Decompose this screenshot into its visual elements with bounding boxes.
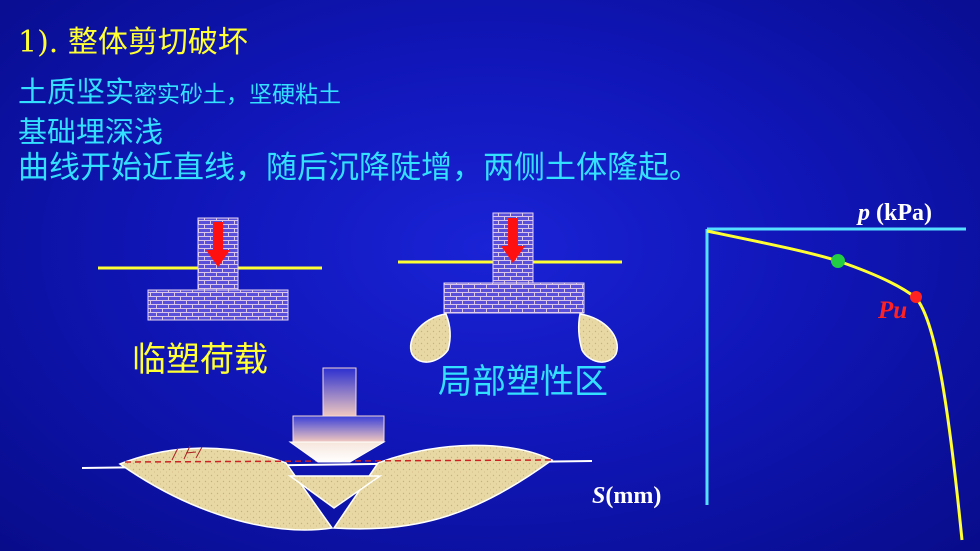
plastic-zone-right — [577, 313, 618, 363]
soil-condition-examples: 密实砂土，坚硬粘土 — [134, 82, 342, 108]
curve-description-line: 曲线开始近直线，随后沉降陡增，两侧土体隆起。 — [18, 150, 700, 186]
load-arrow-icon — [206, 222, 230, 267]
s-axis-unit: (mm) — [605, 483, 662, 509]
brick-footing — [147, 289, 289, 321]
p-axis-unit: (kPa) — [870, 200, 932, 226]
footing-settlement-wedge — [288, 441, 386, 463]
soil-condition-line: 土质坚实密实砂土，坚硬粘土 — [18, 78, 341, 107]
footing-column — [322, 367, 357, 417]
foundation-depth-line: 基础埋深浅 — [18, 115, 164, 149]
footing-local-plastic-diagram — [398, 212, 622, 363]
critical-load-label: 临塑荷载 — [132, 340, 268, 380]
slide-title: 1). 整体剪切破坏 — [18, 25, 248, 60]
brick-footing — [443, 282, 585, 314]
load-settlement-curve — [706, 229, 964, 541]
plastic-zone-left — [409, 313, 451, 363]
heave-crack-marks — [171, 445, 203, 461]
elastic-core-wedge — [287, 475, 383, 509]
general-shear-failure-diagram — [81, 367, 593, 531]
critical-load-point — [831, 254, 845, 268]
p-s-curve-chart — [705, 227, 966, 541]
soil-condition-main: 土质坚实 — [18, 75, 135, 109]
ultimate-load-label: Pu — [878, 297, 908, 324]
ultimate-load-point — [910, 291, 922, 303]
s-axis-variable: S — [592, 483, 606, 509]
s-axis-label: S(mm) — [592, 484, 661, 508]
local-plastic-zone-label: 局部塑性区 — [438, 362, 608, 402]
p-axis-variable: p — [858, 200, 870, 226]
footing-critical-diagram — [98, 217, 322, 321]
p-axis-label: p (kPa) — [858, 201, 932, 225]
footing-pad — [292, 415, 385, 443]
brick-column — [492, 212, 534, 284]
failure-wedge-right — [332, 444, 554, 530]
load-arrow-icon — [501, 218, 525, 263]
failure-wedge-left — [118, 447, 334, 531]
